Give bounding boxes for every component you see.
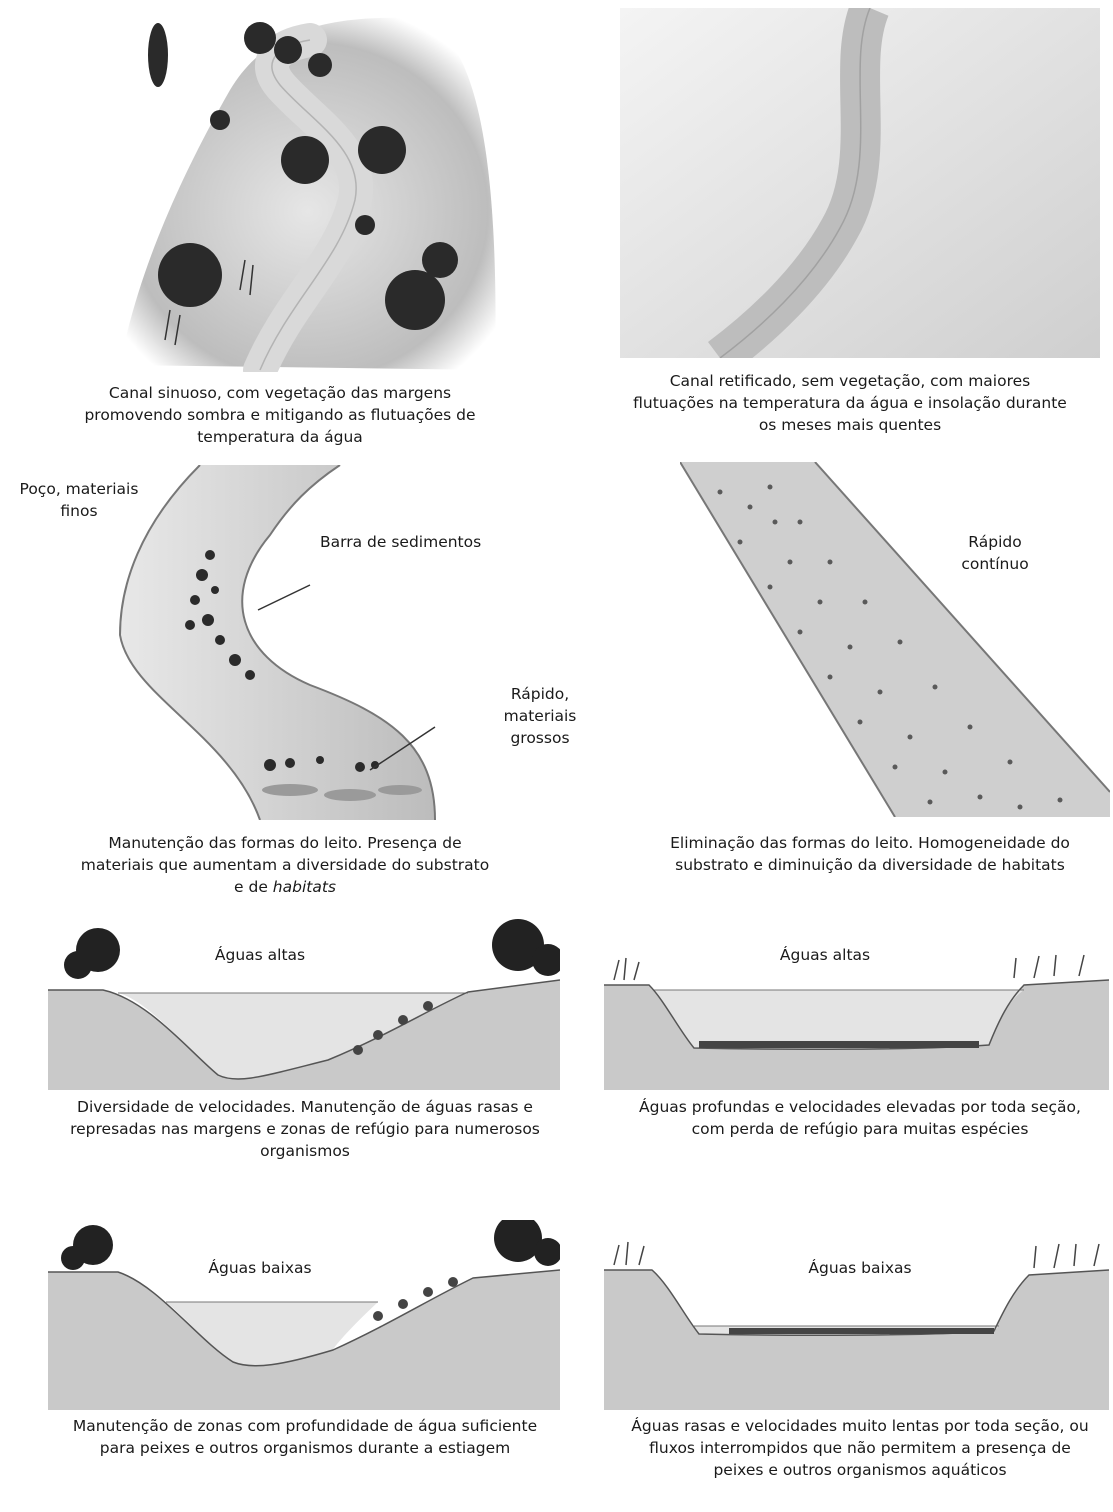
bedforms-removed-illustration	[680, 462, 1110, 817]
rectified-channel-caption: Canal retificado, sem vegetação, com mai…	[630, 370, 1070, 436]
high-water-natural-caption: Diversidade de velocidades. Manutenção d…	[65, 1096, 545, 1162]
label-sediment-bar: Barra de sedimentos	[320, 531, 530, 553]
sinuous-channel-illustration	[110, 10, 505, 372]
high-water-channelized-section	[604, 900, 1109, 1090]
high-water-natural-section	[48, 900, 560, 1090]
high-water-channelized-caption: Águas profundas e velocidades elevadas p…	[625, 1096, 1095, 1140]
label-low-water-right: Águas baixas	[785, 1257, 935, 1279]
low-water-channelized-caption: Águas rasas e velocidades muito lentas p…	[625, 1415, 1095, 1481]
low-water-natural-caption: Manutenção de zonas com profundidade de …	[65, 1415, 545, 1459]
low-water-natural-section	[48, 1220, 560, 1410]
bedforms-maintained-caption: Manutenção das formas do leito. Presença…	[75, 832, 495, 898]
low-water-channelized-section	[604, 1220, 1109, 1410]
rectified-channel-illustration	[620, 8, 1100, 358]
label-low-water-left: Águas baixas	[185, 1257, 335, 1279]
label-high-water-left: Águas altas	[190, 944, 330, 966]
sinuous-channel-caption: Canal sinuoso, com vegetação das margens…	[70, 382, 490, 448]
label-continuous-riffle: Rápido contínuo	[935, 531, 1055, 575]
label-riffle-coarse-materials: Rápido, materiais grossos	[485, 683, 595, 749]
habitats-italic: habitats	[273, 878, 336, 896]
label-pool-fine-materials: Poço, materiais finos	[4, 478, 154, 522]
bedforms-removed-caption: Eliminação das formas do leito. Homogene…	[640, 832, 1100, 876]
label-high-water-right: Águas altas	[755, 944, 895, 966]
